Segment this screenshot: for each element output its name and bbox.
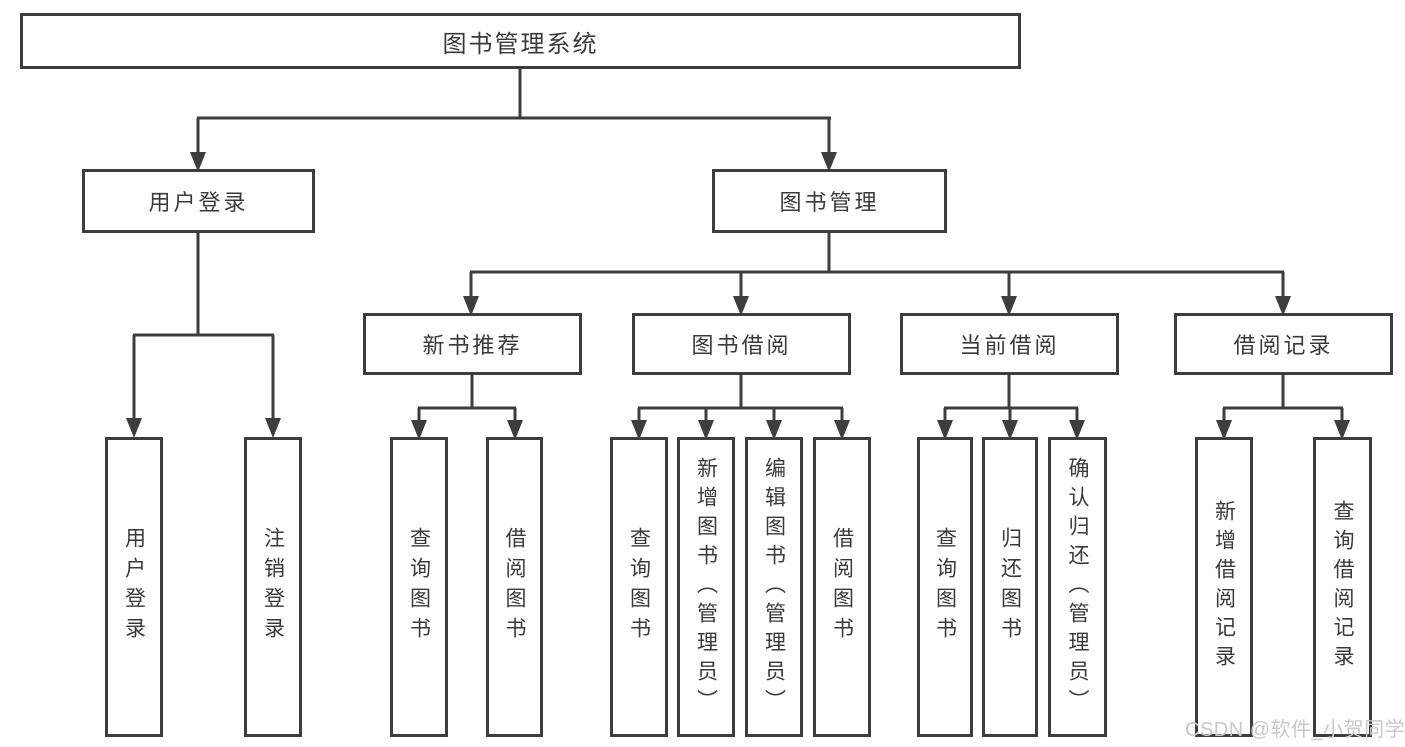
connector-records-children: [1222, 375, 1344, 421]
csdn-watermark: CSDN @软件_小贺同学: [1185, 719, 1405, 741]
arrowheads-login-leaves: [126, 418, 281, 438]
connector-borrow-children: [637, 375, 844, 421]
node-library-system: 图书管理系统: [20, 13, 1021, 69]
leaf-borrow-books-borrowing: 借阅图书: [813, 437, 871, 737]
leaf-add-borrow-record: 新增借阅记录: [1195, 437, 1253, 737]
leaf-edit-book-admin: 编辑图书（管理员）: [745, 437, 803, 737]
leaf-user-login: 用户登录: [105, 437, 163, 737]
connector-root-to-level2: [196, 69, 831, 153]
node-new-book-recommend: 新书推荐: [363, 313, 582, 375]
connector-lines: [132, 69, 1344, 421]
leaf-borrow-books-recommend: 借阅图书: [486, 437, 543, 737]
node-current-borrowing: 当前借阅: [900, 313, 1119, 375]
arrowheads-level3: [463, 296, 1291, 316]
node-book-management: 图书管理: [712, 169, 947, 233]
connector-mgmt-to-level3: [469, 233, 1285, 297]
connector-current-children: [943, 375, 1079, 421]
connector-login-children: [132, 233, 275, 419]
leaf-add-book-admin: 新增图书（管理员）: [677, 437, 735, 737]
leaf-confirm-return-admin: 确认归还（管理员）: [1048, 437, 1107, 737]
leaf-query-books-current: 查询图书: [917, 437, 973, 737]
leaf-query-borrow-record: 查询借阅记录: [1313, 437, 1372, 737]
node-book-borrowing: 图书借阅: [632, 313, 851, 375]
leaf-query-books-borrowing: 查询图书: [610, 437, 668, 737]
node-borrowing-records: 借阅记录: [1174, 313, 1393, 375]
connector-newbook-children: [417, 375, 517, 421]
leaf-query-books-recommend: 查询图书: [390, 437, 448, 737]
leaf-return-book: 归还图书: [982, 437, 1038, 737]
node-user-login: 用户登录: [82, 169, 315, 233]
leaf-logout: 注销登录: [244, 437, 302, 737]
